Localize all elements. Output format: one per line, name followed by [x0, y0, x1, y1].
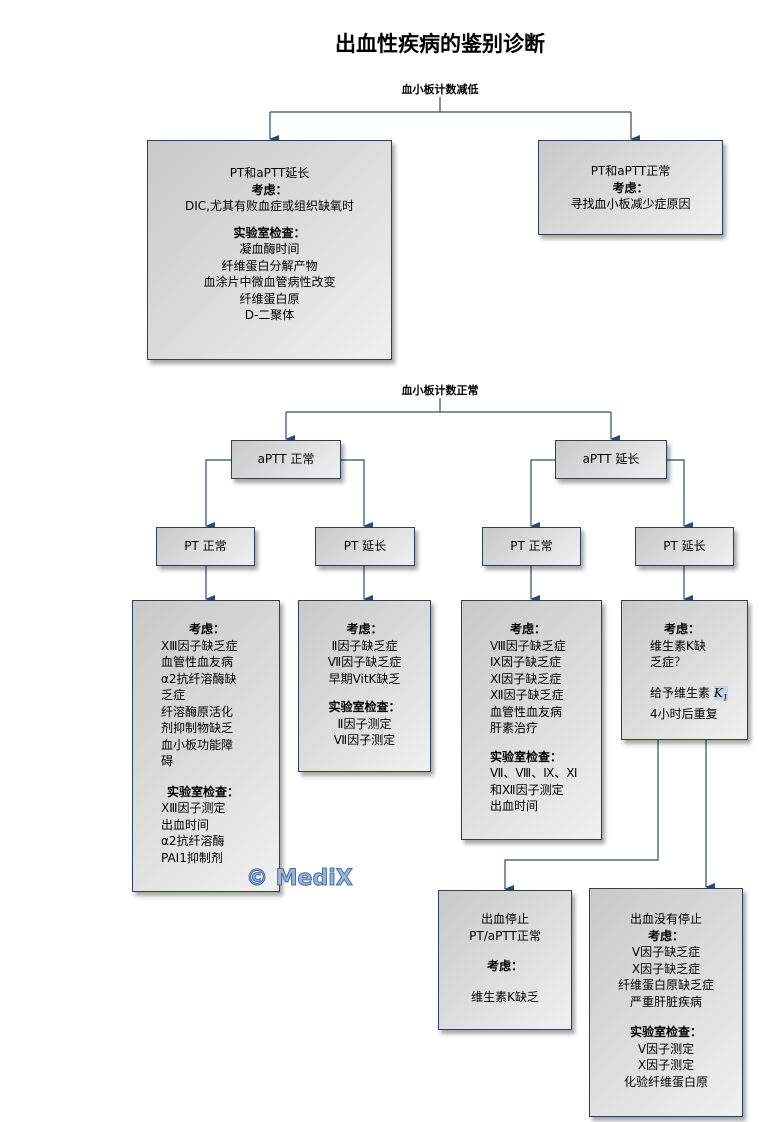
section-normal-platelet: 血小板计数正常 — [401, 384, 479, 397]
consider-item: 血管性血友病 — [490, 704, 563, 719]
lab-item: 纤维蛋白分解产物 — [221, 258, 318, 273]
lab-item: Ⅴ因子测定 — [637, 1041, 695, 1056]
box-factor2-7: 考虑： Ⅱ因子缺乏症 Ⅶ因子缺乏症 早期VitK缺乏 实验室检查： Ⅱ因子测定 … — [298, 600, 431, 772]
consider-item: Ⅸ因子缺乏症 — [490, 655, 562, 669]
k1-formula: K1 — [713, 685, 728, 702]
box-heading: 出血停止 — [480, 912, 529, 926]
arrow — [205, 459, 231, 530]
consider-item: α2抗纤溶酶缺 — [161, 671, 237, 686]
consider-item: 维生素K缺乏 — [471, 989, 539, 1004]
consider-item: Ⅶ因子缺乏症 — [327, 655, 402, 669]
lab-item: α2抗纤溶酶 — [161, 834, 225, 848]
consider-item: Ⅴ因子缺乏症 — [631, 945, 701, 959]
box-bleeding-stopped: 出血停止 PT/aPTT正常 考虑： 维生素K缺乏 — [438, 890, 572, 1030]
lab-label: 实验室检查： — [490, 749, 563, 764]
box-bleeding-continues: 出血没有停止 考虑： Ⅴ因子缺乏症 Ⅹ因子缺乏症 纤维蛋白原缺乏症 严重肝脏疾病… — [589, 888, 743, 1117]
consider-item: DIC,尤其有败血症或组织缺氧时 — [185, 199, 354, 213]
lab-item: Ⅶ因子测定 — [333, 733, 396, 747]
arrow — [530, 459, 555, 530]
lab-item: PAI1抑制剂 — [161, 850, 223, 865]
consider-item: Ⅹ因子缺乏症 — [631, 961, 701, 976]
k-letter: K — [713, 685, 723, 700]
box-pt-prolonged: PT 延长 — [315, 527, 415, 566]
box-factor8-12: 考虑： Ⅷ因子缺乏症 Ⅸ因子缺乏症 Ⅺ因子缺乏症 Ⅻ因子缺乏症 血管性血友病 肝… — [461, 600, 602, 840]
connector — [286, 398, 611, 413]
lab-item: Ⅱ因子测定 — [337, 716, 392, 731]
give-text: 给予维生素 — [650, 685, 711, 700]
consider-label: 考虑： — [251, 182, 288, 197]
box-pt-aptt-prolonged: PT和aPTT延长 考虑： DIC,尤其有败血症或组织缺氧时 实验室检查： 凝血… — [147, 140, 392, 360]
box-pt-aptt-normal: PT和aPTT正常 考虑： 寻找血小板减少症原因 — [538, 140, 723, 235]
consider-item: Ⅺ因子缺乏症 — [490, 671, 562, 686]
box-pt-normal: PT 正常 — [482, 527, 581, 566]
repeat-text: 4小时后重复 — [650, 707, 718, 722]
lab-item: Ⅶ、Ⅷ、Ⅸ、Ⅺ — [490, 766, 578, 780]
consider-item: 乏症？ — [650, 655, 687, 669]
consider-item: 早期VitK缺乏 — [328, 671, 401, 686]
arrow — [341, 459, 373, 530]
k-subscript: 1 — [722, 692, 728, 702]
consider-item: 纤溶酶原活化 — [161, 704, 234, 719]
consider-item: 肝素治疗 — [490, 721, 539, 735]
consider-label: 考虑： — [346, 622, 383, 636]
consider-item: 剂抑制物缺乏 — [161, 721, 234, 735]
box-factor13: 考虑： ⅩⅢ因子缺乏症 血管性血友病 α2抗纤溶酶缺 乏症 纤溶酶原活化 剂抑制… — [132, 600, 280, 892]
consider-item: 血管性血友病 — [161, 655, 234, 669]
consider-label: 考虑： — [510, 622, 547, 636]
lab-item: ⅩⅢ因子测定 — [161, 801, 226, 815]
consider-item: Ⅻ因子缺乏症 — [490, 688, 564, 702]
consider-item: 严重肝脏疾病 — [629, 994, 702, 1009]
section-low-platelet: 血小板计数减低 — [401, 83, 479, 96]
lab-item: 出血时间 — [161, 817, 210, 832]
lab-label: 实验室检查： — [233, 225, 306, 240]
arrow — [504, 740, 659, 893]
lab-item: 凝血酶时间 — [239, 242, 300, 256]
consider-label: 考虑： — [664, 622, 701, 636]
lab-item: 和Ⅻ因子测定 — [490, 782, 564, 797]
consider-item: Ⅱ因子缺乏症 — [331, 638, 398, 653]
box-heading: PT和aPTT正常 — [590, 164, 671, 178]
consider-item: 血小板功能障 — [161, 737, 234, 752]
connector — [270, 97, 631, 113]
consider-item: ⅩⅢ因子缺乏症 — [161, 638, 238, 653]
give-vitk1: 给予维生素 K1 — [650, 685, 747, 707]
consider-label: 考虑： — [612, 180, 649, 195]
lab-item: Ⅹ因子测定 — [637, 1058, 695, 1072]
lab-item: 纤维蛋白原 — [239, 291, 300, 306]
lab-label: 实验室检查： — [328, 700, 401, 714]
box-aptt-prolonged: aPTT 延长 — [555, 440, 667, 479]
lab-label: 实验室检查： — [167, 784, 240, 799]
lab-item: D-二聚体 — [244, 308, 295, 322]
consider-item: 维生素K缺 — [650, 638, 706, 653]
lab-item: 出血时间 — [490, 799, 539, 813]
consider-label: 考虑： — [486, 959, 523, 973]
consider-item: 寻找血小板减少症原因 — [570, 197, 691, 211]
box-heading: PT/aPTT正常 — [469, 928, 541, 943]
consider-item: 乏症 — [161, 688, 186, 702]
consider-item: 纤维蛋白原缺乏症 — [617, 978, 714, 992]
page-title: 出血性疾病的鉴别诊断 — [335, 32, 545, 56]
box-heading: PT和aPTT延长 — [229, 166, 310, 180]
consider-label: 考虑： — [189, 622, 226, 636]
box-pt-normal: PT 正常 — [156, 527, 255, 566]
consider-item: Ⅷ因子缺乏症 — [490, 638, 566, 653]
lab-item: 化验纤维蛋白原 — [623, 1074, 708, 1089]
lab-item: 血涂片中微血管病性改变 — [203, 275, 336, 289]
watermark: © MediX — [246, 866, 354, 892]
box-vitk: 考虑： 维生素K缺 乏症？ 给予维生素 K1 4小时后重复 — [621, 600, 748, 740]
box-aptt-normal: aPTT 正常 — [231, 440, 341, 479]
consider-item: 碍 — [161, 754, 174, 768]
consider-label: 考虑： — [647, 928, 684, 943]
arrow — [667, 459, 693, 530]
box-pt-prolonged: PT 延长 — [635, 527, 734, 566]
box-heading: 出血没有停止 — [629, 912, 702, 926]
lab-label: 实验室检查： — [629, 1025, 702, 1039]
